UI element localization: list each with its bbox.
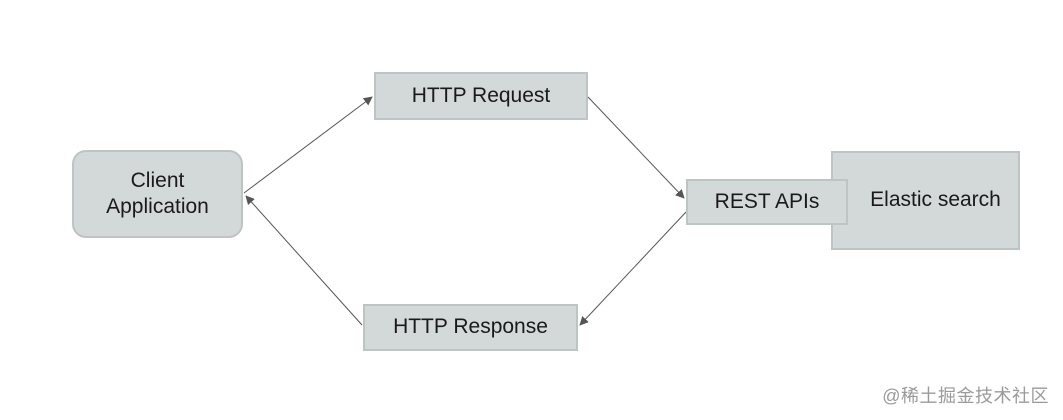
http-request-label: HTTP Request: [411, 83, 551, 107]
arrow-client-to-request: [243, 96, 373, 194]
http-response-node: HTTP Response: [363, 304, 578, 351]
client-label-line-1: Client: [130, 168, 185, 192]
elastic-search-node: Elastic search: [831, 151, 1020, 250]
arrow-request-to-rest: [587, 96, 685, 199]
elastic-search-label: Elastic search: [870, 188, 1001, 212]
rest-apis-label: REST APIs: [714, 189, 820, 213]
rest-apis-node: REST APIs: [686, 179, 848, 225]
client-application-label: Client Application: [106, 168, 209, 221]
http-request-node: HTTP Request: [374, 72, 588, 120]
arrow-rest-to-response: [579, 211, 687, 326]
http-response-label: HTTP Response: [393, 315, 548, 339]
client-application-node: Client Application: [72, 150, 243, 238]
client-label-line-2: Application: [106, 195, 209, 218]
watermark-text: @稀土掘金技术社区: [882, 386, 1049, 406]
arrow-response-to-client: [245, 195, 363, 326]
